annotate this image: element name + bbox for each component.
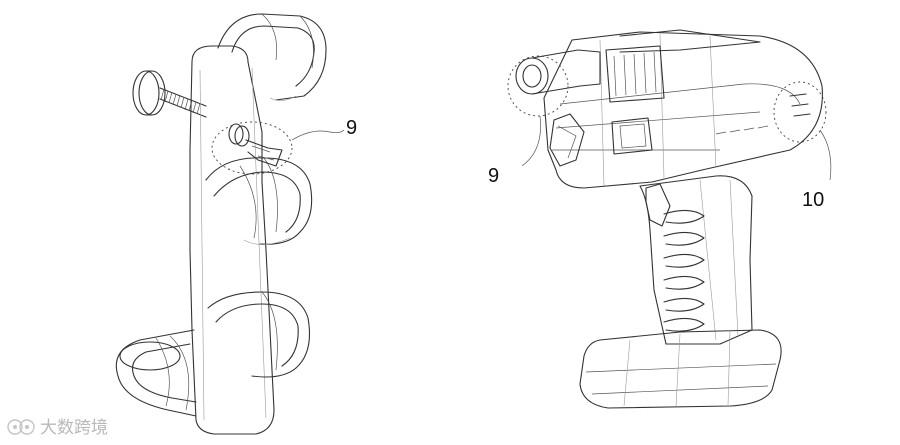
left-clamp-bracket-drawing: 9: [115, 13, 357, 435]
middle-hook: [205, 157, 313, 245]
battery-base: [579, 329, 782, 409]
leader-line-10: [819, 129, 832, 181]
right-power-tool-drawing: 9 10: [488, 29, 832, 409]
front-nozzle: [515, 49, 601, 95]
watermark-text: 大数跨境: [40, 418, 108, 438]
indicator-slots: [715, 93, 811, 135]
bottom-hook: [207, 291, 311, 378]
top-vent-grille: [605, 29, 761, 103]
front-clamp-block: [549, 113, 585, 167]
ref-label-9-right: 9: [488, 165, 499, 187]
watermark: 大数跨境: [7, 418, 108, 438]
top-hook: [217, 13, 327, 101]
ref-label-9-left: 9: [346, 117, 357, 139]
watermark-logo-icon: [7, 419, 35, 435]
callout-circle-10: [773, 81, 827, 143]
callout-circle-9-left: [211, 121, 293, 175]
ref-label-10: 10: [802, 189, 824, 211]
back-plate: [189, 45, 275, 435]
tool-handle: [639, 175, 753, 345]
bottom-pipe-loop: [115, 329, 197, 417]
tool-housing: [543, 31, 823, 189]
leader-line-9-left: [291, 129, 345, 141]
bolt-knob: [132, 70, 207, 118]
callout-circle-9-right: [507, 55, 569, 117]
grip-ribs: [663, 209, 705, 332]
threaded-shaft: [159, 87, 207, 118]
leader-line-9-right: [521, 115, 541, 167]
side-window: [611, 117, 653, 155]
trigger: [645, 183, 671, 227]
